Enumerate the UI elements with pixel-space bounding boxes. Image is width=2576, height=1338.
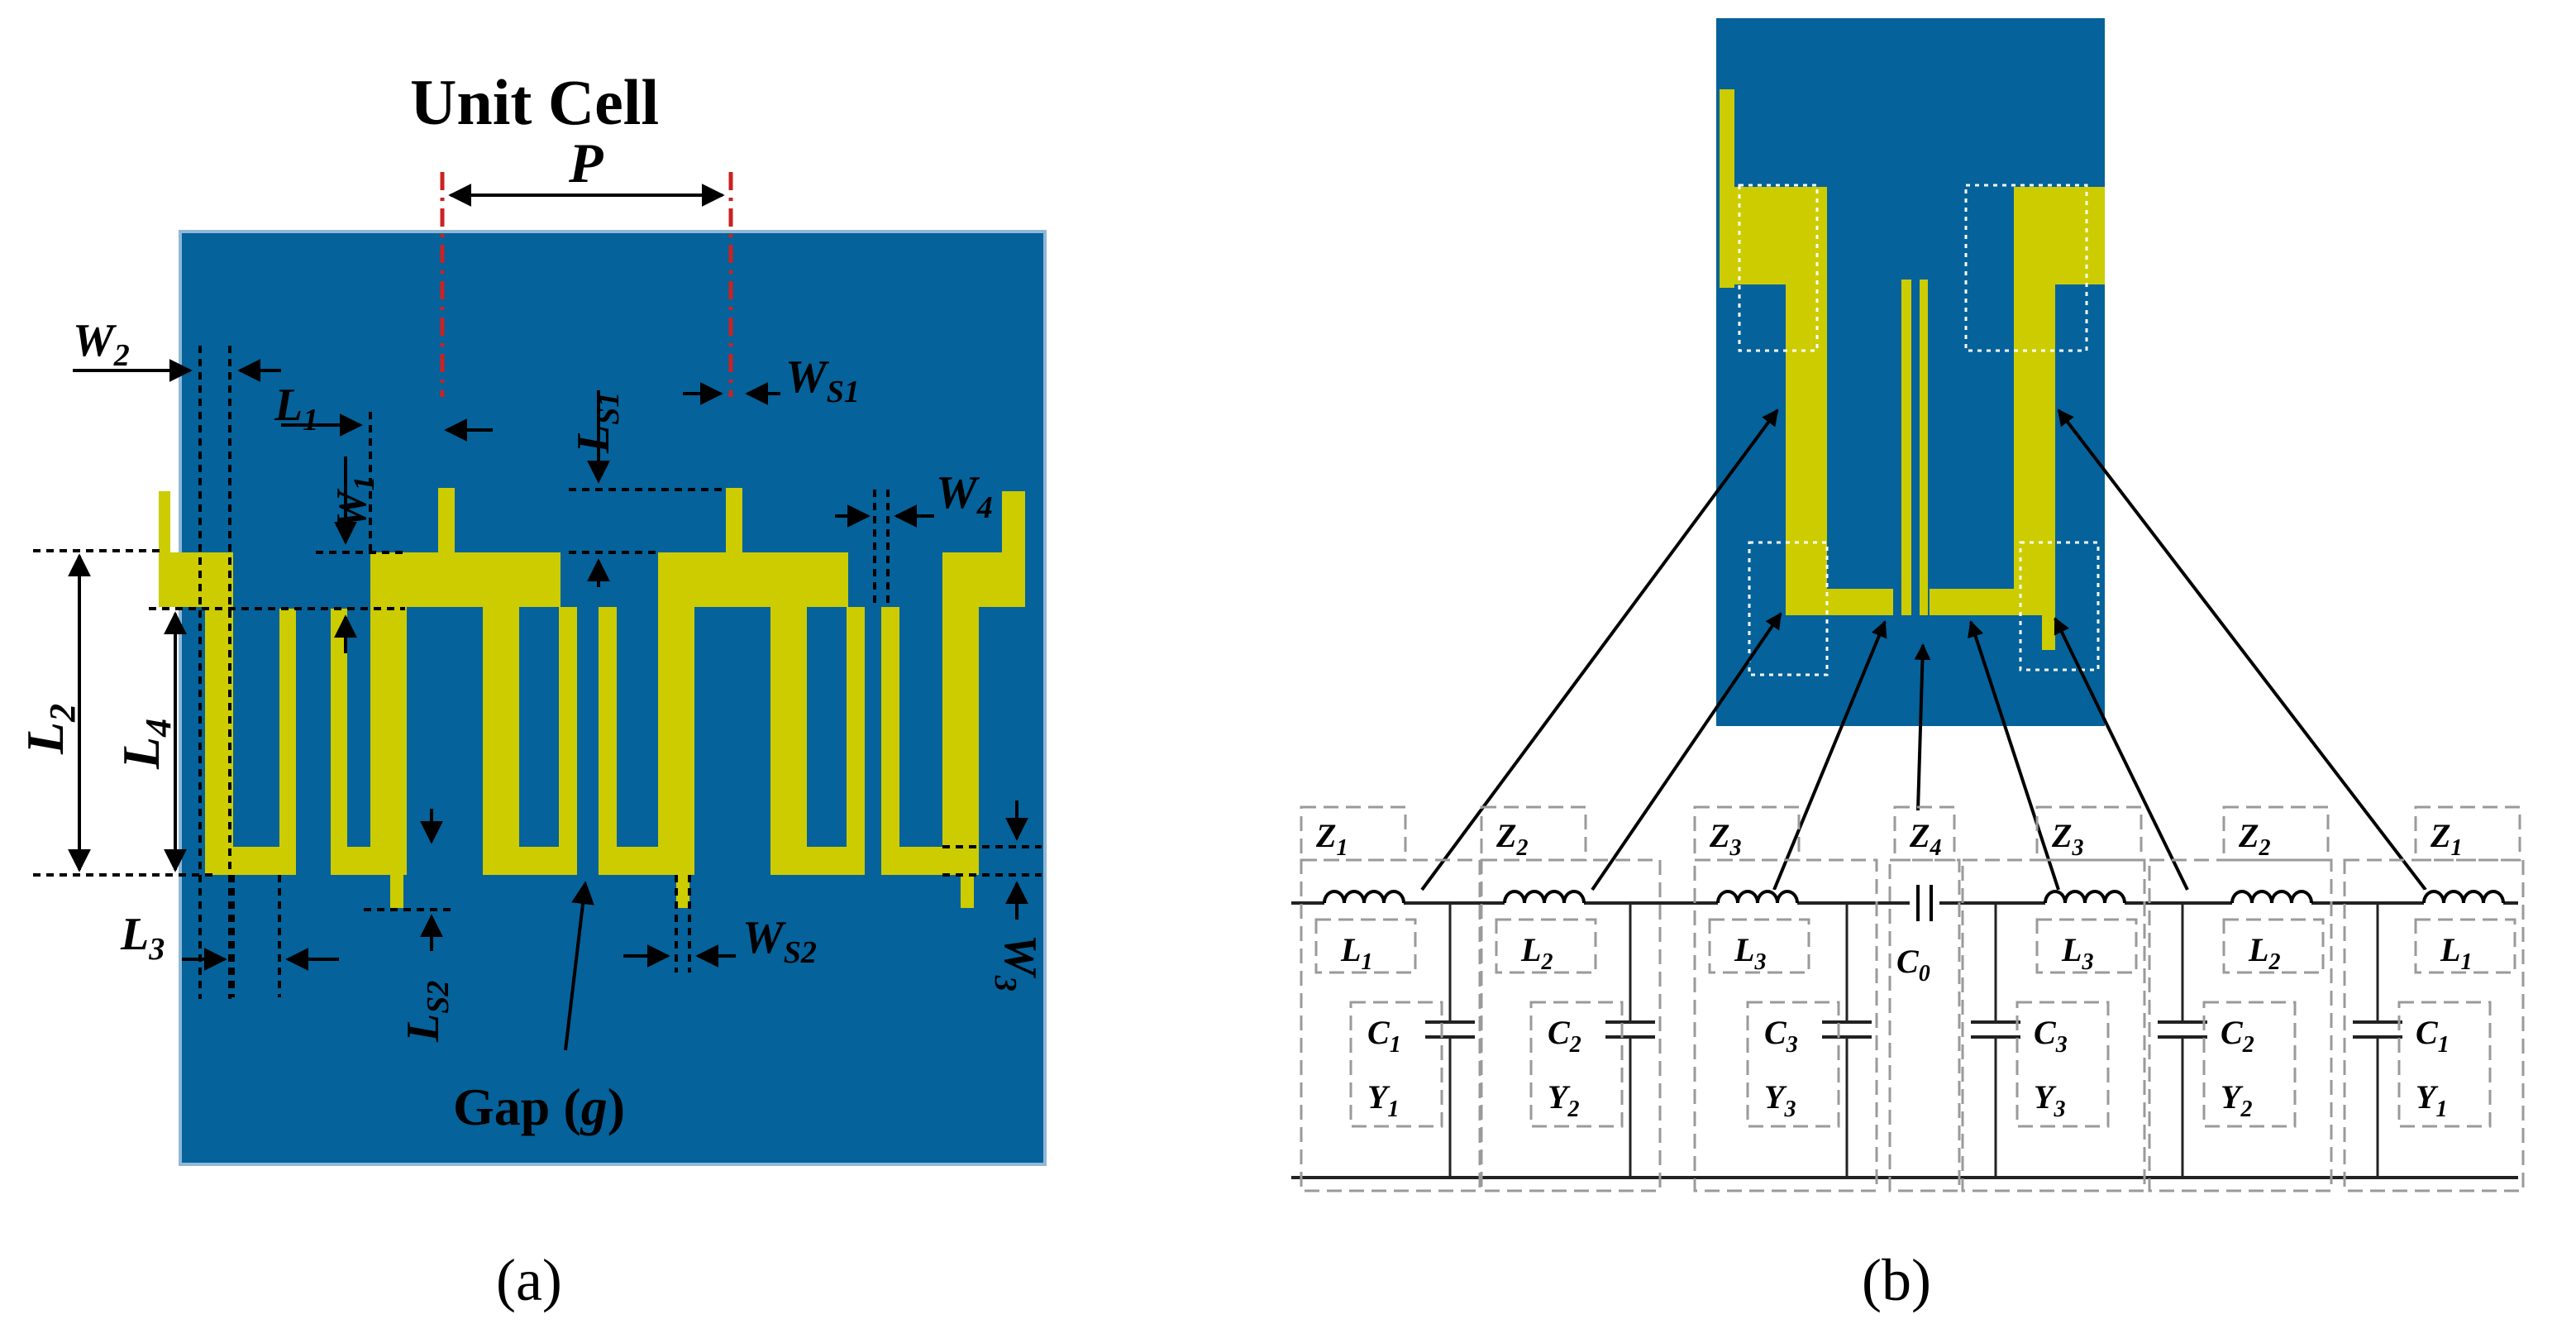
caption-a: (a): [496, 1247, 562, 1313]
y-label: Y2: [2221, 1078, 2252, 1122]
series-capacitor: [1910, 886, 1939, 920]
z-label: Z4: [1909, 817, 1941, 861]
l-label: L1: [2440, 931, 2472, 975]
c-label: C3: [2034, 1014, 2068, 1058]
z-label: Z1: [1315, 817, 1348, 861]
l-label: L2: [1520, 931, 1553, 975]
cell-outline: [1300, 858, 1481, 1192]
l-box: [1495, 918, 1597, 974]
y-label: Y1: [2416, 1078, 2447, 1122]
panel-b: Z1L1C1Y1Z2L2C2Y2Z3L3C3Y3Z4C0Z3L3C3Y3Z2L2…: [1291, 18, 2525, 1313]
cell-outline: [1961, 858, 2146, 1192]
dim-L3: L3: [120, 909, 165, 967]
inductor-coil: [2422, 890, 2505, 904]
y-label: Y3: [2034, 1078, 2065, 1122]
meander-line-copper: [159, 488, 1025, 908]
z-label: Z2: [1496, 817, 1528, 861]
caption-b: (b): [1862, 1247, 1931, 1313]
dim-W3: W3: [988, 934, 1046, 992]
dim-WS1: WS1: [785, 351, 860, 409]
layout-copper: [1720, 89, 2105, 650]
l-label: L3: [1734, 931, 1766, 975]
inductor-coil: [1323, 890, 1405, 904]
z-box: [2035, 805, 2143, 862]
z-label: Z1: [2430, 817, 2462, 861]
l-box: [2222, 918, 2325, 974]
inductor-coil: [1716, 890, 1799, 904]
dim-LS2: LS2: [398, 981, 456, 1043]
y-label: Y3: [1764, 1078, 1796, 1122]
dim-L4: L4: [112, 719, 179, 770]
panel-a: Unit Cell P W2 L1 W1 LS1 WS1 W4: [16, 66, 1047, 1313]
cy-box: [2015, 1001, 2110, 1128]
l-box: [1314, 918, 1417, 974]
c0-label: C0: [1896, 943, 1930, 987]
z-box: [1300, 805, 1407, 862]
l-label: L2: [2248, 931, 2280, 975]
z-box: [1693, 805, 1801, 862]
inductor-coil: [2044, 890, 2126, 904]
cy-box: [2397, 1001, 2492, 1128]
gap-label: Gap (g): [453, 1078, 625, 1136]
dim-WS2: WS2: [742, 912, 817, 970]
dim-W2: W2: [73, 315, 130, 373]
c-label: C2: [2221, 1014, 2254, 1058]
z-label: Z2: [2238, 817, 2270, 861]
dim-P: P: [568, 131, 603, 194]
l-box: [1708, 918, 1810, 974]
cell-outline: [1480, 858, 1662, 1192]
cy-box: [1349, 1001, 1443, 1128]
l-label: L1: [1340, 931, 1372, 975]
dim-L1: L1: [274, 380, 318, 437]
z-label: Z3: [2051, 817, 2083, 861]
z-box: [1893, 805, 1956, 862]
cy-box: [1529, 1001, 1624, 1128]
cy-box: [2202, 1001, 2297, 1128]
z-box: [2222, 805, 2330, 862]
dim-L2: L2: [16, 704, 83, 755]
z-box: [1480, 805, 1587, 862]
inductor-coil: [1503, 890, 1586, 904]
cell-outline: [2343, 858, 2525, 1192]
c-label: C1: [1367, 1014, 1401, 1058]
c-label: C3: [1764, 1014, 1798, 1058]
l-box: [2035, 918, 2138, 974]
c-label: C2: [1548, 1014, 1581, 1058]
cell-outline: [2148, 858, 2333, 1192]
c-label: C1: [2416, 1014, 2450, 1058]
l-box: [2414, 918, 2516, 974]
dim-W4: W4: [936, 467, 993, 525]
cy-box: [1746, 1001, 1840, 1128]
z-box: [2414, 805, 2521, 862]
z-label: Z3: [1709, 817, 1741, 861]
dim-LS1: LS1: [568, 392, 626, 454]
l-label: L3: [2061, 931, 2093, 975]
y-label: Y1: [1367, 1078, 1399, 1122]
circuit-cells: Z1L1C1Y1Z2L2C2Y2Z3L3C3Y3Z4C0Z3L3C3Y3Z2L2…: [1300, 805, 2525, 1192]
inductor-coil: [2230, 890, 2313, 904]
unit-cell-title: Unit Cell: [410, 66, 659, 138]
dim-W1: W1: [328, 476, 380, 529]
y-label: Y2: [1548, 1078, 1579, 1122]
